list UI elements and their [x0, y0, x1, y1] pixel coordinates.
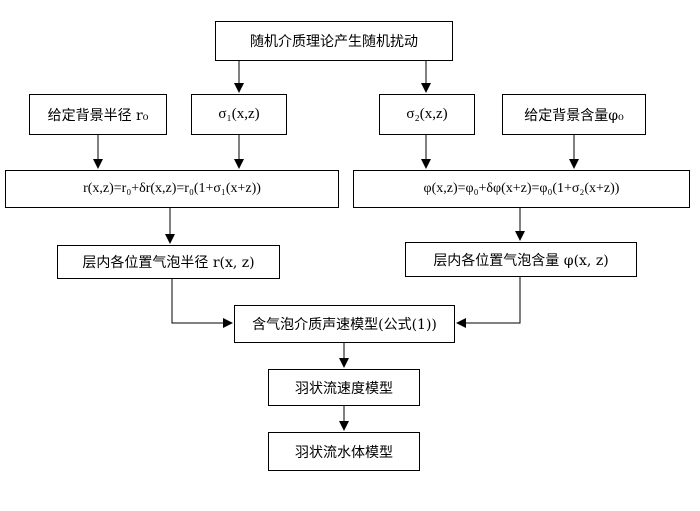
node-sound-speed-model: 含气泡介质声速模型(公式(1)): [234, 305, 455, 343]
edge-radius-layer-to-sound-speed: [171, 279, 233, 328]
node-given-background-content: 给定背景含量φ₀: [502, 94, 646, 135]
node-content-in-layer: 层内各位置气泡含量 φ(x, z): [405, 242, 637, 277]
node-sigma1: σ₁(x,z): [191, 94, 287, 135]
node-radius-in-layer: 层内各位置气泡半径 r(x, z): [57, 245, 280, 279]
node-plume-velocity-model: 羽状流速度模型: [268, 369, 420, 406]
node-sigma2: σ₂(x,z): [379, 94, 475, 135]
node-given-background-radius: 给定背景半径 r₀: [29, 94, 167, 135]
edge-content-layer-to-sound-speed: [456, 277, 521, 328]
node-content-formula: φ(x,z)=φ₀+δφ(x+z)=φ₀(1+σ₂(x+z)): [353, 170, 690, 208]
node-random-disturbance: 随机介质理论产生随机扰动: [215, 21, 453, 61]
node-plume-water-model: 羽状流水体模型: [268, 432, 420, 471]
node-radius-formula: r(x,z)=r₀+δr(x,z)=r₀(1+σ₁(x+z)): [5, 170, 339, 208]
